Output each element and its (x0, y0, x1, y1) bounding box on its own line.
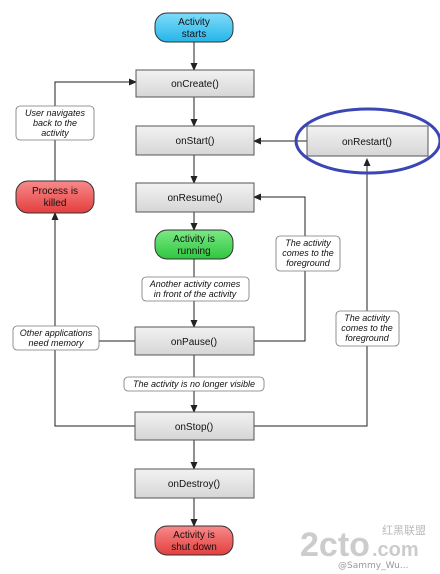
node-on-start-label: onStart() (176, 136, 215, 147)
node-on-stop: onStop() (134, 411, 255, 441)
label-no-longer-visible: The activity is no longer visible (123, 376, 265, 392)
edge-killed-to-create (54, 78, 137, 181)
node-on-resume: onResume() (135, 182, 255, 213)
node-activity-shut-down-line2: shut down (171, 542, 217, 553)
label-comes-foreground-1-line3: foreground (286, 258, 331, 268)
watermark-logo: 2cto (300, 526, 370, 564)
node-on-start: onStart() (135, 125, 255, 156)
node-on-destroy-label: onDestroy() (168, 479, 220, 490)
label-comes-foreground-2-line1: The activity (344, 313, 390, 323)
node-activity-starts: Activity starts (154, 12, 234, 43)
node-on-restart-label: onRestart() (342, 137, 392, 148)
label-other-apps-memory: Other applications need memory (12, 325, 100, 351)
label-user-navigates-back-line2: back to the (33, 118, 77, 128)
label-comes-foreground-2: The activity comes to the foreground (335, 310, 400, 347)
label-other-apps-memory-line2: need memory (28, 338, 84, 348)
watermark-chinese: 红黑联盟 (382, 524, 426, 537)
node-activity-running: Activity is running (154, 229, 234, 260)
label-another-activity: Another activity comes in front of the a… (141, 276, 250, 302)
edge-stop-to-restart (254, 158, 371, 427)
node-process-killed-line1: Process is (32, 186, 78, 197)
node-on-stop-label: onStop() (175, 422, 213, 433)
watermark-credit: @Sammy_Wu... (338, 561, 408, 571)
node-process-killed: Process is killed (15, 180, 95, 214)
label-another-activity-line2: in front of the activity (154, 289, 237, 299)
label-user-navigates-back-line3: activity (41, 128, 69, 138)
node-on-pause-label: onPause() (171, 337, 217, 348)
node-on-create-label: onCreate() (171, 79, 219, 90)
watermark-logo-suffix: .com (372, 539, 419, 561)
label-comes-foreground-2-line2: comes to the (341, 323, 393, 333)
node-process-killed-line2: killed (44, 198, 67, 209)
node-activity-shut-down-line1: Activity is (173, 530, 215, 541)
node-on-destroy: onDestroy() (134, 468, 255, 499)
label-comes-foreground-1-line1: The activity (285, 238, 331, 248)
label-user-navigates-back-line1: User navigates (25, 108, 86, 118)
node-on-restart: onRestart() (306, 125, 429, 157)
node-activity-running-line2: running (177, 246, 210, 257)
label-other-apps-memory-line1: Other applications (20, 328, 93, 338)
node-activity-running-line1: Activity is (173, 234, 215, 245)
label-comes-foreground-2-line3: foreground (345, 333, 390, 343)
label-comes-foreground-1: The activity comes to the foreground (275, 235, 341, 272)
node-activity-starts-line2: starts (182, 29, 206, 40)
watermark: 2cto .com 红黑联盟 @Sammy_Wu... (300, 524, 426, 571)
label-no-longer-visible-text: The activity is no longer visible (133, 379, 255, 389)
label-comes-foreground-1-line2: comes to the (282, 248, 334, 258)
node-activity-starts-line1: Activity (178, 17, 210, 28)
highlight-ellipse (294, 107, 440, 175)
node-on-create: onCreate() (135, 69, 255, 98)
edge-stop-to-killed (51, 212, 135, 427)
node-activity-shut-down: Activity is shut down (154, 525, 234, 556)
node-on-pause: onPause() (134, 326, 255, 356)
label-user-navigates-back: User navigates back to the activity (15, 105, 95, 141)
label-another-activity-line1: Another activity comes (149, 279, 241, 289)
node-on-resume-label: onResume() (167, 193, 222, 204)
